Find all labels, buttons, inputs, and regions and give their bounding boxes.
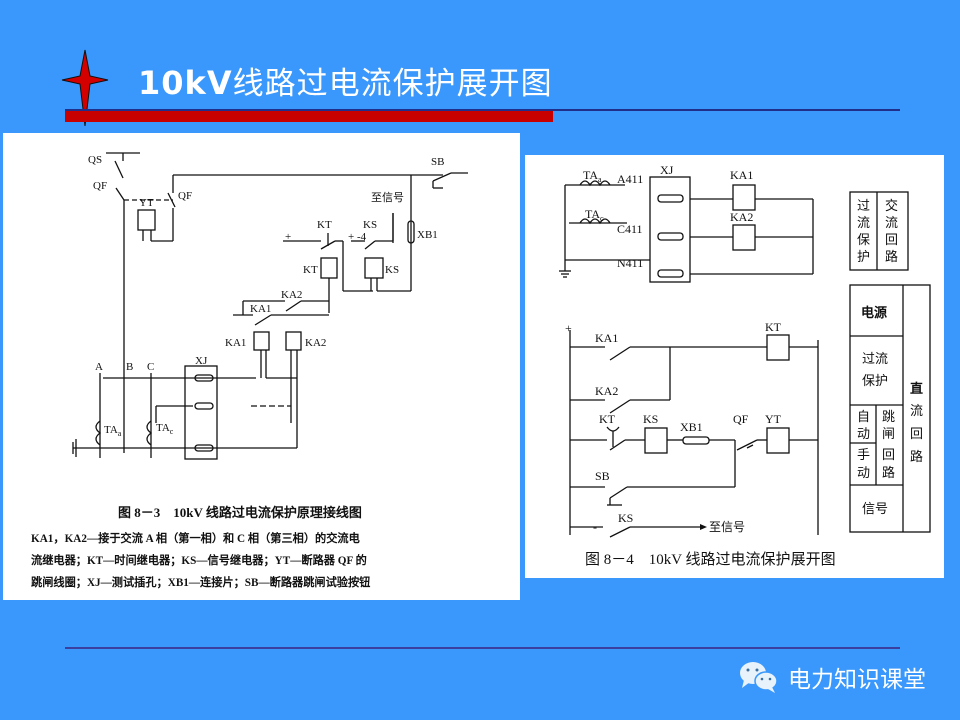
page-title: 10kV线路过电流保护展开图 — [138, 58, 553, 103]
header-divider — [65, 109, 900, 111]
label-dc-qf: QF — [733, 412, 749, 426]
label-to-signal: 至信号 — [371, 191, 404, 204]
label-ks-minus: + -4 — [348, 231, 367, 243]
label-taa: TAa — [104, 424, 122, 438]
label-kt-coil: KT — [303, 264, 318, 276]
legend-dc: 流 — [910, 403, 923, 418]
legend-overcurrent: 过流 — [862, 351, 888, 366]
header-red-bar — [65, 111, 553, 122]
legend-trip: 跳 — [882, 409, 895, 424]
label-qs: QS — [88, 154, 102, 166]
label-xj: XJ — [195, 355, 208, 367]
legend-auto: 自 — [857, 409, 870, 424]
legend-trip: 闸 — [882, 426, 895, 441]
label-sb: SB — [431, 156, 444, 168]
legend-char: 流 — [885, 215, 898, 230]
label-dc-to-signal: 至信号 — [709, 520, 745, 534]
label-plus: + — [285, 231, 291, 243]
title-prefix: 10kV — [138, 64, 233, 102]
caption-line: KA1，KA2—接于交流 A 相（第一相）和 C 相（第三相）的交流电 — [31, 533, 360, 545]
legend-power: 电源 — [861, 305, 887, 320]
legend-dc: 回 — [910, 426, 923, 441]
label-kt: KT — [317, 219, 332, 231]
label-ks-coil: KS — [385, 264, 399, 276]
label-ka1-contact: KA1 — [250, 303, 271, 315]
label-ka2-contact: KA2 — [281, 289, 302, 301]
expanded-diagram: TAa A411 TAc C411 N411 XJ KA1 KA2 + KA1 … — [559, 163, 931, 538]
legend-auto: 动 — [857, 426, 870, 441]
label-phase-b: B — [126, 361, 133, 373]
label-n411: N411 — [617, 256, 643, 270]
legend-manual: 手 — [857, 447, 870, 462]
label-taa: TAa — [583, 168, 602, 184]
label-dc-kt: KT — [765, 320, 782, 334]
legend-char: 保 — [857, 232, 870, 247]
watermark-text: 电力知识课堂 — [788, 667, 926, 693]
label-dc-xb1: XB1 — [680, 420, 703, 434]
wechat-icon — [740, 662, 778, 693]
label-phase-a: A — [95, 361, 103, 373]
label-xb1: XB1 — [417, 229, 438, 241]
legend-char: 回 — [885, 232, 898, 247]
label-ka2-coil: KA2 — [305, 337, 326, 349]
legend-char: 路 — [885, 249, 898, 264]
wiring-diagram: QS QF YT QF SB 至信号 KT KS + -4 + XB1 KT K… — [72, 152, 468, 460]
legend-trip: 回 — [882, 447, 895, 462]
legend-dc: 直 — [910, 381, 923, 396]
caption-line: 流继电器；KT—时间继电器；KS—信号继电器；YT—断路器 QF 的 — [31, 555, 367, 567]
legend-dc: 路 — [910, 449, 923, 464]
label-ka1: KA1 — [730, 168, 753, 182]
label-dc-ka2: KA2 — [595, 384, 618, 398]
label-qf: QF — [93, 180, 107, 192]
label-dc-sb: SB — [595, 469, 610, 483]
figure-8-4-panel: TAa A411 TAc C411 N411 XJ KA1 KA2 + KA1 … — [525, 155, 944, 578]
label-dc-yt: YT — [765, 412, 782, 426]
watermark: 电力知识课堂 — [738, 660, 926, 694]
label-phase-c: C — [147, 361, 154, 373]
legend-manual: 动 — [857, 465, 870, 480]
legend-char: 流 — [857, 215, 870, 230]
figure-8-4-caption: 图 8－4 10kV 线路过电流保护展开图 — [585, 552, 836, 568]
legend-signal: 信号 — [862, 501, 888, 516]
label-ks: KS — [363, 219, 377, 231]
caption-line: 跳闸线圈；XJ—测试插孔；XB1—连接片；SB—断路器跳闸试验按钮 — [31, 577, 371, 589]
label-dc-ks: KS — [643, 412, 658, 426]
legend-char: 交 — [885, 198, 898, 213]
label-tac: TAc — [585, 207, 604, 223]
label-ka2: KA2 — [730, 210, 753, 224]
figure-8-3-caption-body: KA1，KA2—接于交流 A 相（第一相）和 C 相（第三相）的交流电 流继电器… — [31, 528, 370, 594]
figure-8-3-panel: QS QF YT QF SB 至信号 KT KS + -4 + XB1 KT K… — [3, 133, 520, 600]
label-tac: TAc — [156, 422, 174, 436]
label-qf-aux: QF — [178, 190, 192, 202]
footer-divider — [65, 647, 900, 649]
legend-char: 过 — [857, 198, 870, 213]
label-ka1-coil: KA1 — [225, 337, 246, 349]
legend-trip: 路 — [882, 465, 895, 480]
label-yt: YT — [139, 197, 154, 209]
star-icon — [61, 49, 109, 127]
label-xj: XJ — [660, 163, 674, 177]
figure-8-3-caption-title: 图 8－3 10kV 线路过电流保护原理接线图 — [118, 505, 362, 520]
label-plus: + — [565, 321, 572, 335]
label-dc-minus: - — [593, 520, 597, 534]
label-dc-ks-contact: KS — [618, 511, 633, 525]
label-a411: A411 — [617, 172, 643, 186]
legend-char: 护 — [857, 249, 870, 264]
label-dc-ka1: KA1 — [595, 331, 618, 345]
title-text: 线路过电流保护展开图 — [232, 66, 553, 102]
label-dc-kt-contact: KT — [599, 412, 616, 426]
legend-overcurrent: 保护 — [862, 373, 888, 388]
label-c411: C411 — [617, 222, 643, 236]
